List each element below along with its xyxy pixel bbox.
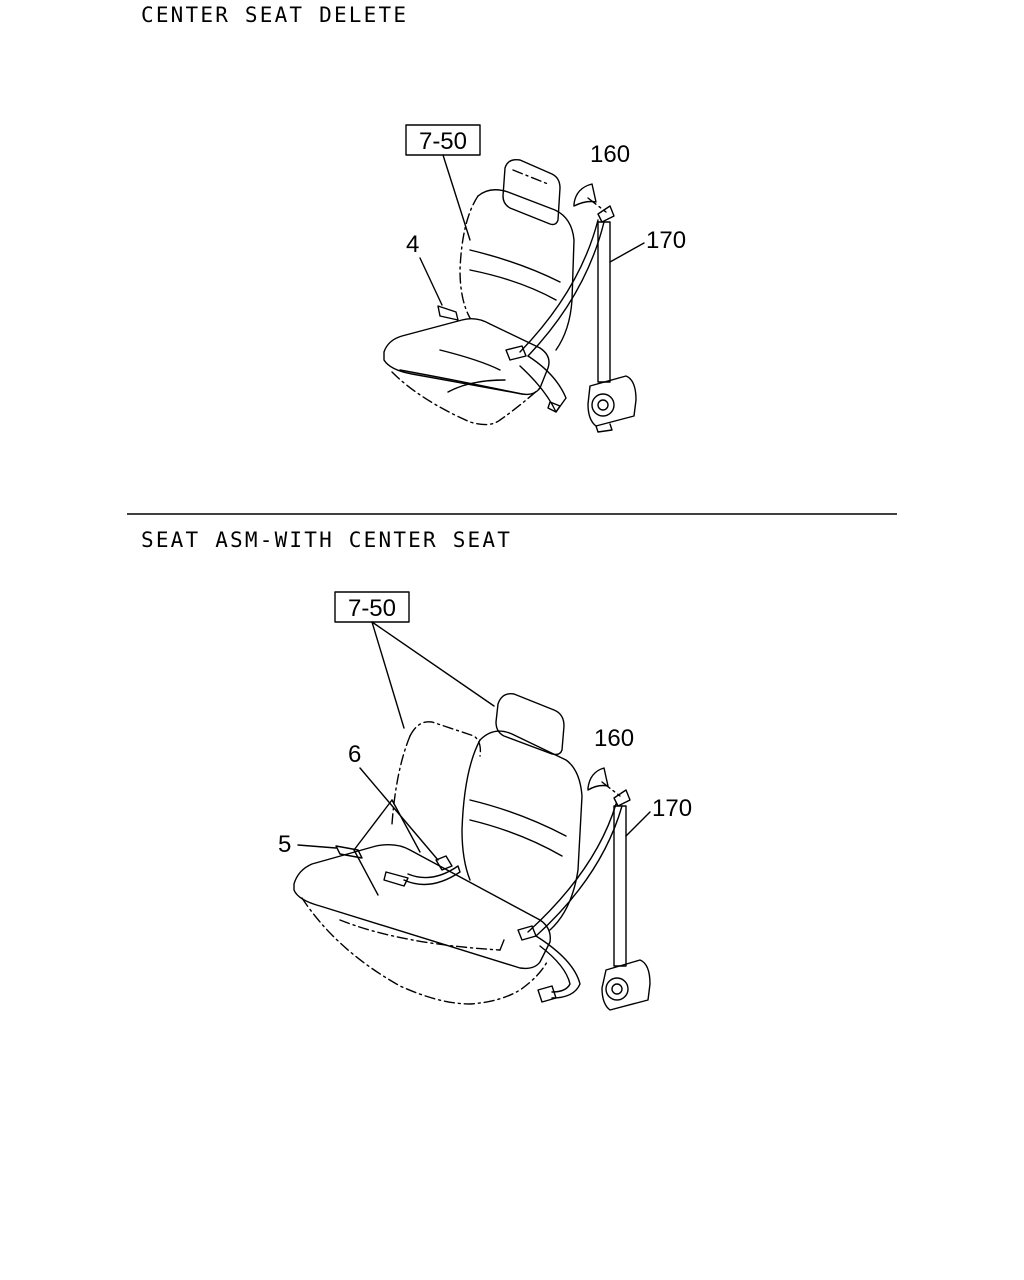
label-anchor-cover-bottom: 160 bbox=[594, 725, 634, 752]
belt-shoulder-top bbox=[519, 219, 599, 353]
bench-seat-drawing bbox=[293, 693, 583, 1005]
leader-center-belt bbox=[359, 767, 439, 861]
label-anchor-cover-top: 160 bbox=[590, 141, 630, 168]
leader-center-buckle bbox=[297, 844, 337, 849]
buckle-4-top bbox=[437, 305, 459, 321]
section-title-seat-asm-with-center-seat: SEAT ASM-WITH CENTER SEAT bbox=[141, 528, 513, 552]
label-belt-top: 170 bbox=[646, 227, 686, 254]
label-center-buckle: 5 bbox=[278, 831, 291, 858]
leader-buckle-top bbox=[419, 257, 443, 306]
belt-vertical-bottom bbox=[613, 805, 627, 967]
center-buckle-5 bbox=[335, 845, 363, 859]
leader-ref-top bbox=[442, 154, 471, 241]
label-ref-bottom: 7-50 bbox=[348, 595, 396, 622]
leader-belt-bottom bbox=[625, 811, 651, 837]
label-belt-bottom: 170 bbox=[652, 795, 692, 822]
belt-vertical-top bbox=[597, 221, 611, 383]
label-center-belt: 6 bbox=[348, 741, 361, 768]
leader-belt-top bbox=[609, 242, 645, 263]
retractor-170-top bbox=[587, 375, 637, 427]
leader-ref-bottom-b bbox=[371, 621, 495, 707]
belt-anchor-bottom bbox=[613, 789, 631, 807]
retractor-170-bottom bbox=[601, 959, 651, 1011]
anchor-cover-160-bottom bbox=[587, 767, 609, 791]
label-ref-top: 7-50 bbox=[419, 128, 467, 155]
belt-anchor-top bbox=[597, 205, 615, 223]
diagram-seat-asm-with-center-seat: 7-50 6 5 bbox=[278, 591, 692, 1011]
leader-ref-bottom-a bbox=[371, 621, 405, 729]
leader-center-belt-box bbox=[353, 799, 393, 851]
seat-drawing-top bbox=[383, 158, 575, 426]
section-title-center-seat-delete: CENTER SEAT DELETE bbox=[141, 3, 409, 27]
anchor-cover-160-top bbox=[573, 183, 597, 207]
center-belt-6 bbox=[383, 871, 409, 887]
label-buckle-top: 4 bbox=[406, 231, 419, 258]
diagram-center-seat-delete: 7-50 4 160 bbox=[383, 124, 686, 433]
